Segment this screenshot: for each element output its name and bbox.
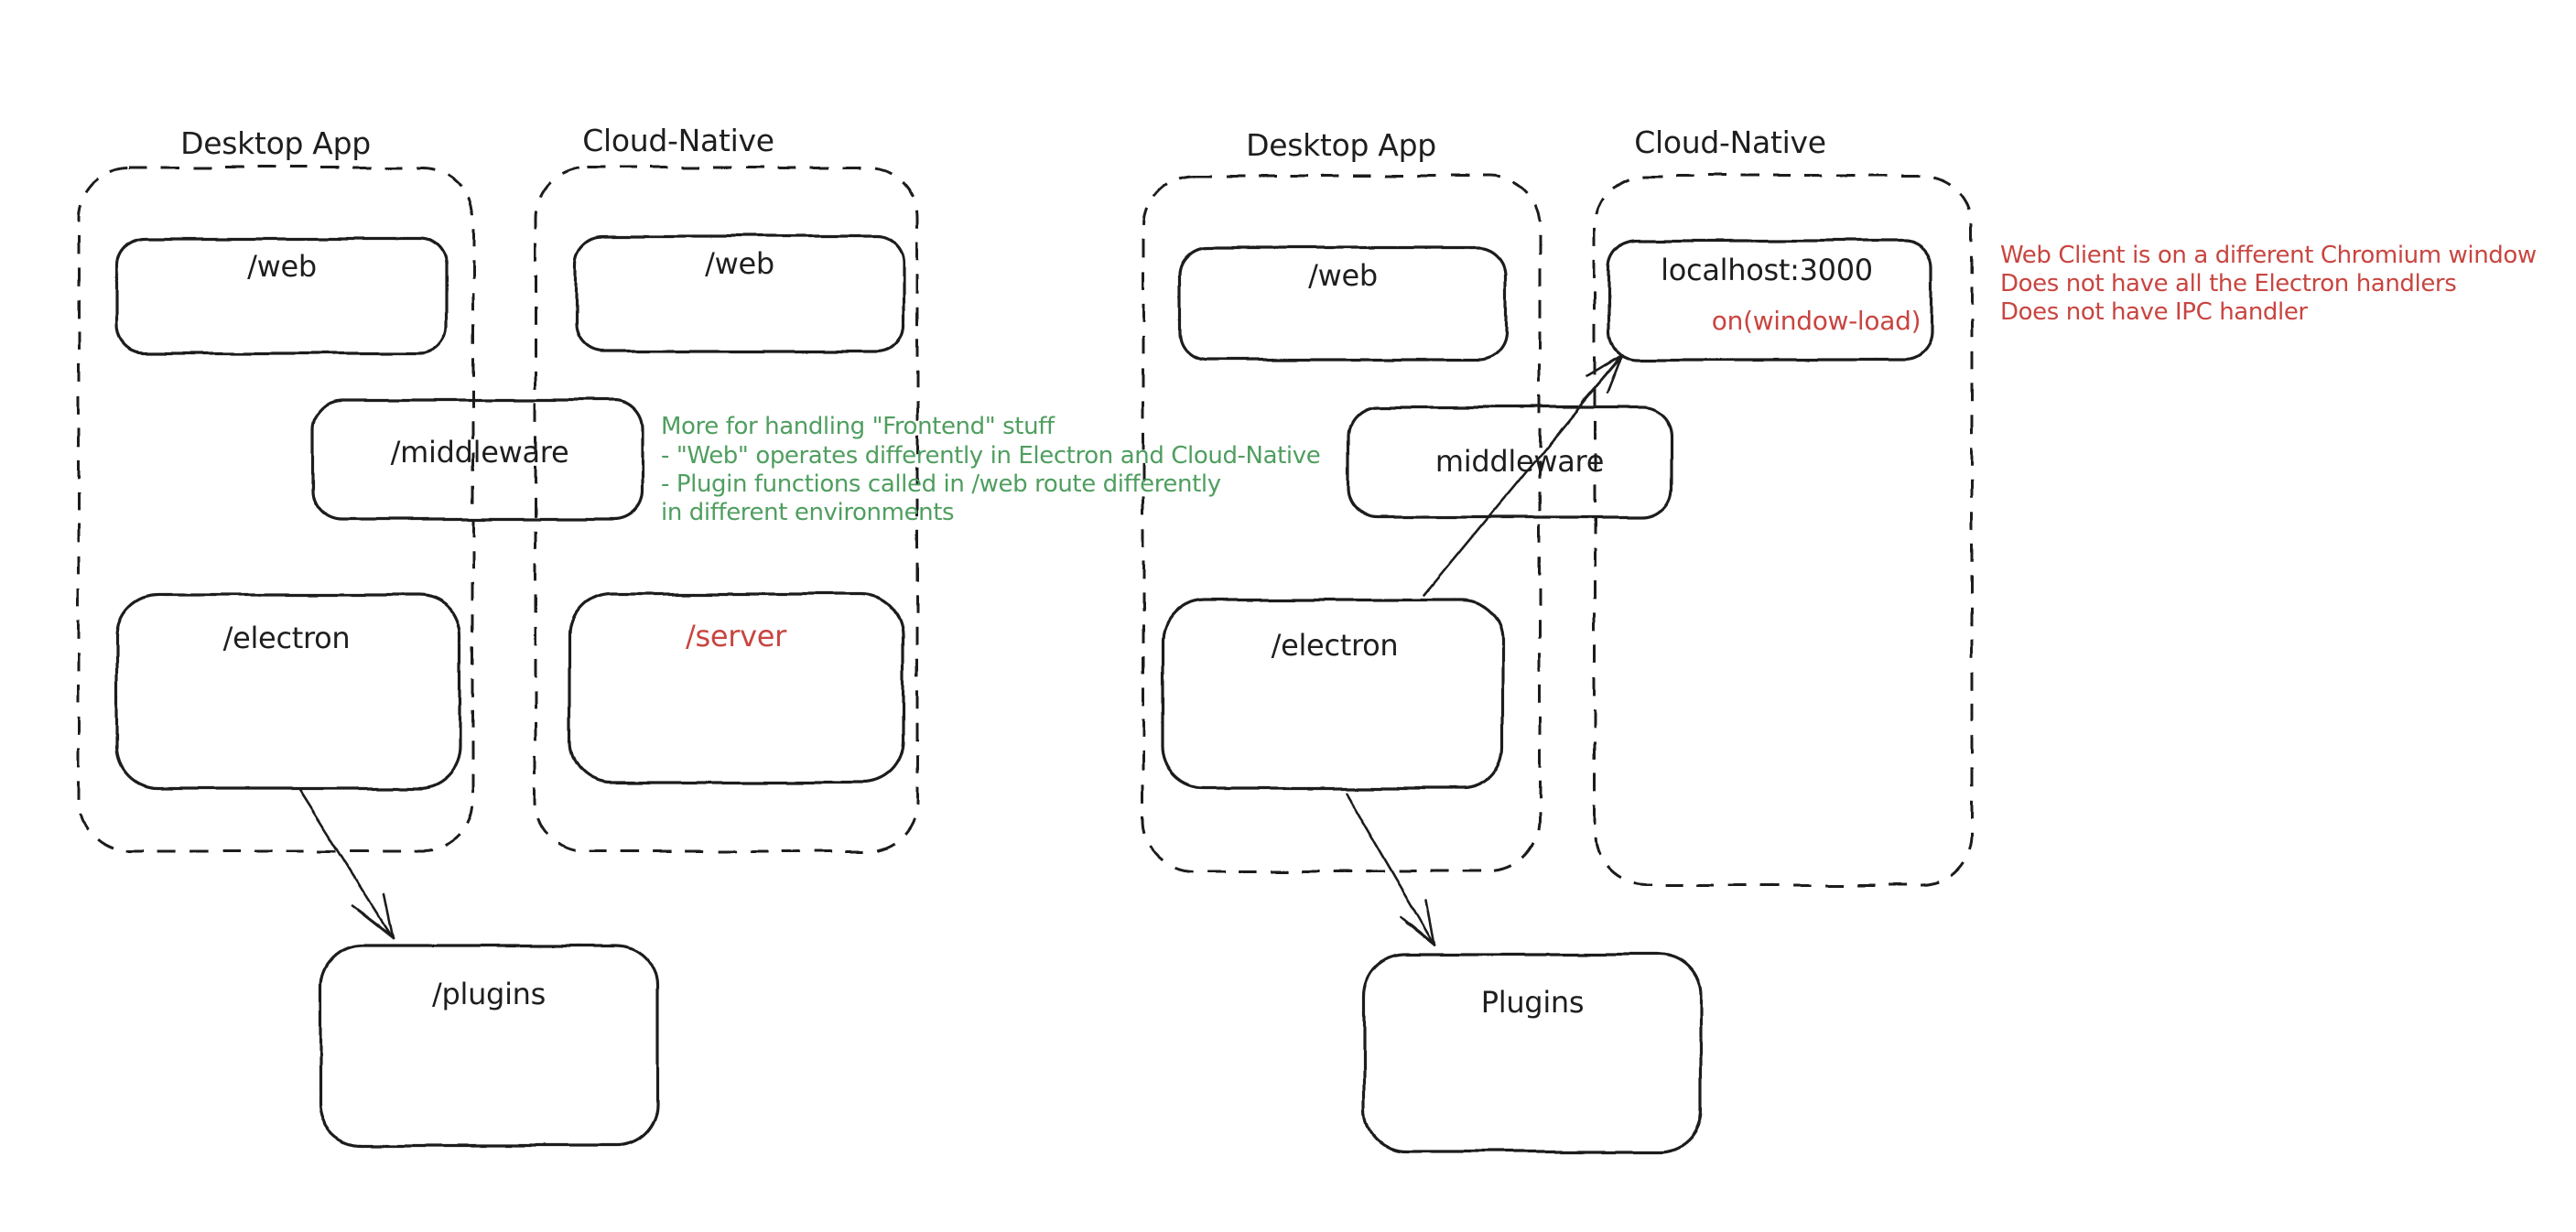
right-desktop-app-label[interactable]: Desktop App <box>1246 127 1436 163</box>
right-middleware-box-label: middleware <box>1435 444 1604 479</box>
left-plugins-box-label: /plugins <box>432 977 546 1011</box>
right-web-desktop-box[interactable] <box>1178 246 1508 362</box>
green-note-line: - Plugin functions called in /web route … <box>661 470 1221 498</box>
green-note-line: in different environments <box>661 499 954 526</box>
right-electron-box-label: /electron <box>1272 628 1399 663</box>
arrow-right-electron-to-localhost[interactable] <box>1423 353 1624 597</box>
left-web-cloud-box-label: /web <box>705 246 774 281</box>
red-note-line: Web Client is on a different Chromium wi… <box>2000 242 2537 269</box>
left-middleware-box[interactable] <box>311 398 644 521</box>
red-note-line: Does not have IPC handler <box>2000 298 2308 326</box>
left-electron-box-label: /electron <box>223 621 351 655</box>
right-middleware-box[interactable] <box>1347 405 1673 519</box>
left-plugins-box[interactable] <box>319 944 659 1147</box>
left-server-box-label: /server <box>686 619 787 654</box>
arrow-right-electron-to-plugins[interactable] <box>1344 791 1436 947</box>
right-web-desktop-box-label: /web <box>1308 258 1378 293</box>
left-desktop-app-container[interactable] <box>77 166 475 853</box>
left-electron-box[interactable] <box>115 592 462 790</box>
right-localhost-box-label: localhost:3000 <box>1661 253 1873 287</box>
left-desktop-app-label[interactable]: Desktop App <box>180 125 371 161</box>
right-localhost-sublabel: on(window-load) <box>1712 306 1921 336</box>
left-web-desktop-box-label: /web <box>247 249 317 284</box>
green-note-line: - "Web" operates differently in Electron… <box>661 442 1320 470</box>
right-plugins-box[interactable] <box>1362 953 1703 1153</box>
left-web-cloud-box[interactable] <box>574 234 905 353</box>
green-note[interactable]: More for handling "Frontend" stuff - "We… <box>661 413 1321 526</box>
left-cloud-native-label[interactable]: Cloud-Native <box>582 123 774 158</box>
left-web-desktop-box[interactable] <box>115 237 449 355</box>
left-cloud-native-container[interactable] <box>534 166 919 853</box>
right-plugins-box-label: Plugins <box>1481 985 1585 1020</box>
right-electron-box[interactable] <box>1161 598 1505 790</box>
left-server-box[interactable] <box>568 592 905 784</box>
arrow-left-electron-to-plugins[interactable] <box>298 787 395 940</box>
red-note-line: Does not have all the Electron handlers <box>2000 270 2456 297</box>
right-localhost-box[interactable] <box>1607 239 1933 362</box>
left-middleware-box-label: /middleware <box>391 435 569 470</box>
red-note[interactable]: Web Client is on a different Chromium wi… <box>2000 242 2537 326</box>
right-cloud-native-label[interactable]: Cloud-Native <box>1634 124 1826 160</box>
right-cloud-native-container[interactable] <box>1593 174 1974 887</box>
right-desktop-app-container[interactable] <box>1142 174 1542 873</box>
green-note-line: More for handling "Frontend" stuff <box>661 413 1055 440</box>
